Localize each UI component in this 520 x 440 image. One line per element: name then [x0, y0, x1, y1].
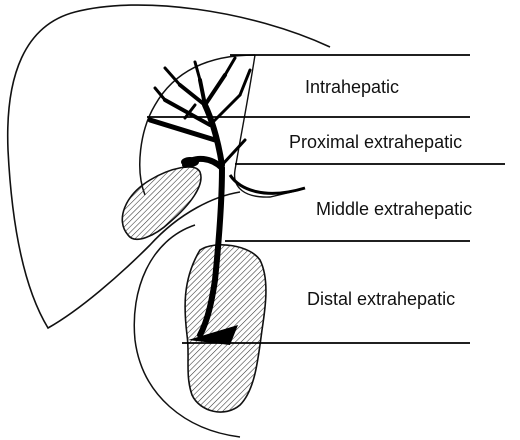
label-middle-extrahepatic: Middle extrahepatic	[316, 200, 472, 218]
label-distal-extrahepatic: Distal extrahepatic	[307, 290, 455, 308]
liver-outline	[8, 5, 330, 328]
pancreatic-head	[185, 245, 266, 412]
intrahepatic-branches	[150, 58, 250, 165]
hilum-right-edge	[235, 55, 300, 197]
label-proximal-extrahepatic: Proximal extrahepatic	[289, 133, 462, 151]
cystic-duct-node	[181, 157, 199, 167]
label-intrahepatic: Intrahepatic	[305, 78, 399, 96]
gallbladder	[122, 167, 201, 239]
